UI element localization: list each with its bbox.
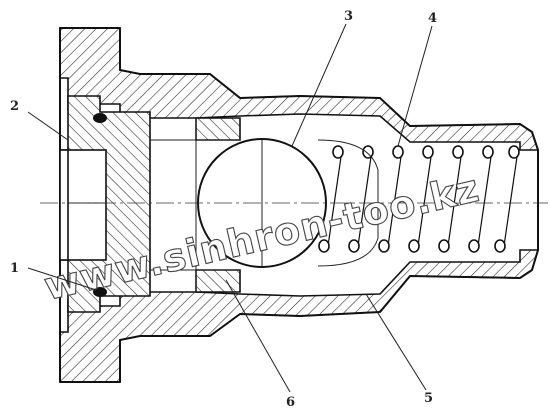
callout-1: 1 bbox=[10, 261, 19, 276]
leader-1 bbox=[27, 267, 97, 291]
bore-lip bbox=[59, 149, 69, 261]
body-outline bbox=[59, 27, 539, 383]
spring-coil-back bbox=[357, 149, 373, 247]
leader-6 bbox=[225, 279, 291, 393]
callouts: 2 1 3 4 5 6 bbox=[10, 9, 437, 410]
o-ring-lower bbox=[93, 287, 107, 297]
spring-coil-top bbox=[362, 145, 374, 159]
spring-coil-back bbox=[477, 149, 493, 247]
spring bbox=[318, 145, 520, 253]
spring-coil-top bbox=[508, 145, 520, 159]
callout-6: 6 bbox=[286, 395, 295, 410]
o-rings bbox=[93, 113, 107, 297]
spring-coil-bottom bbox=[438, 239, 450, 253]
sleeve-upper bbox=[195, 117, 241, 141]
spring-coil-top bbox=[452, 145, 464, 159]
spring-coil-back bbox=[327, 149, 343, 247]
valve-body bbox=[59, 27, 540, 383]
spring-coil-top bbox=[482, 145, 494, 159]
leader-3 bbox=[291, 23, 347, 147]
spring-coil-bottom bbox=[318, 239, 330, 253]
guide-sleeve bbox=[150, 117, 241, 293]
spring-coil-bottom bbox=[468, 239, 480, 253]
leader-5 bbox=[365, 293, 427, 391]
spring-cup bbox=[317, 139, 379, 267]
callout-4: 4 bbox=[428, 11, 437, 26]
spring-coil-bottom bbox=[378, 239, 390, 253]
spring-coil-bottom bbox=[348, 239, 360, 253]
spring-coil-back bbox=[417, 149, 433, 247]
spring-coil-back bbox=[387, 149, 403, 247]
spring-coil-bottom bbox=[494, 239, 506, 253]
spring-coil-bottom bbox=[408, 239, 420, 253]
spring-coil-top bbox=[422, 145, 434, 159]
leader-4 bbox=[397, 25, 433, 147]
o-ring-upper bbox=[93, 113, 107, 123]
spring-coil-top bbox=[392, 145, 404, 159]
leader-2 bbox=[27, 111, 69, 141]
callout-3: 3 bbox=[344, 9, 353, 24]
spring-coil-back bbox=[503, 149, 519, 247]
spring-coil-top bbox=[332, 145, 344, 159]
callout-5: 5 bbox=[424, 391, 433, 406]
spring-coil-back bbox=[447, 149, 463, 247]
callout-2: 2 bbox=[10, 99, 19, 114]
